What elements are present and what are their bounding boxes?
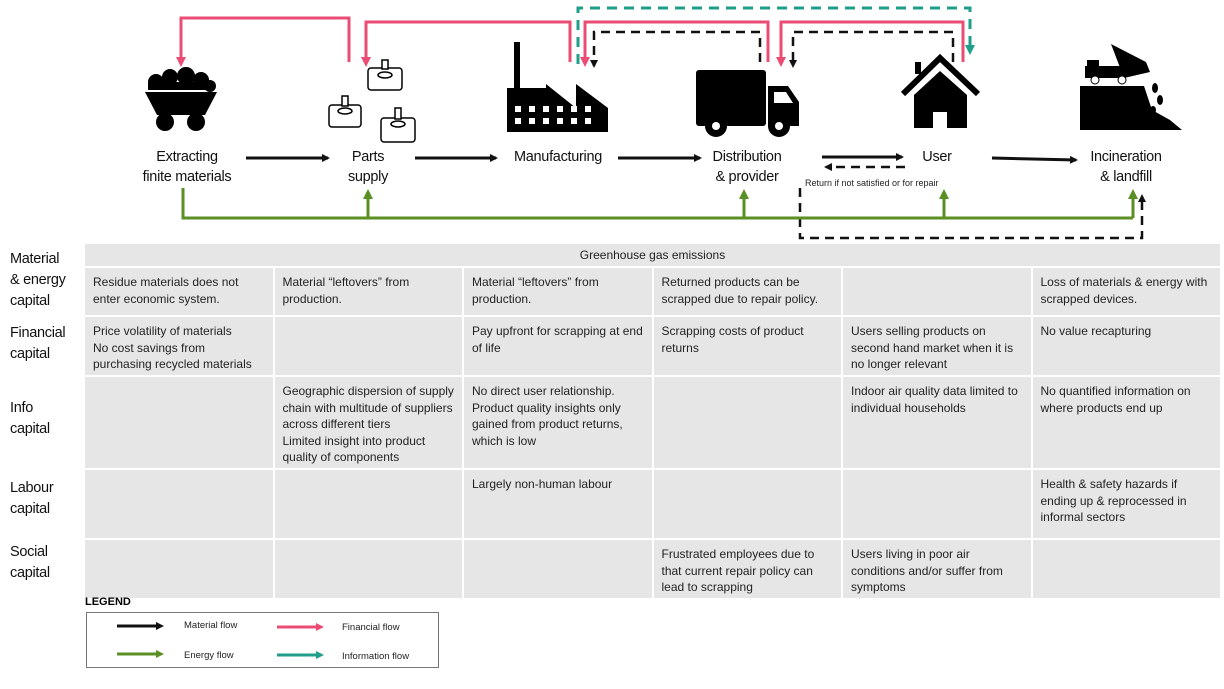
legend-title: LEGEND	[85, 596, 131, 608]
row-label-labour: Labour capital	[10, 480, 54, 517]
return-flow-arrow	[789, 30, 955, 68]
material-flow-arrows	[246, 153, 1078, 164]
stage-user: User	[922, 149, 952, 165]
row-label-material: Material & energy capital	[10, 251, 66, 309]
table-cell	[1032, 540, 1220, 598]
ghg-banner: Greenhouse gas emissions	[85, 244, 1220, 268]
row-label-financial: Financial capital	[10, 325, 66, 362]
table-cell	[85, 540, 275, 598]
table-cell	[85, 377, 275, 468]
table-cell: Frustrated employees due to that current…	[653, 540, 843, 598]
legend-material: Material flow	[184, 620, 238, 631]
table-cell	[843, 470, 1033, 538]
factory-icon	[507, 42, 608, 132]
energy-flow-arrows	[181, 188, 1138, 220]
table-row: Largely non-human labour Health & safety…	[85, 470, 1220, 540]
motor-parts-icon	[328, 59, 416, 143]
capital-table: Greenhouse gas emissions Residue materia…	[85, 244, 1220, 598]
table-cell: Health & safety hazards if ending up & r…	[1032, 470, 1220, 538]
table-cell: No value recapturing	[1032, 317, 1220, 375]
table-cell: Material “leftovers” from production.	[464, 268, 654, 315]
legend-energy: Energy flow	[184, 650, 234, 661]
table-cell: No quantified information on where produ…	[1032, 377, 1220, 468]
legend-information: Information flow	[342, 651, 410, 662]
legend: Material flow Financial flow Energy flow…	[86, 612, 439, 668]
row-label-info: Info capital	[10, 400, 50, 437]
table-cell	[85, 470, 275, 538]
table-row: Price volatility of materials No cost sa…	[85, 317, 1220, 377]
financial-flow-arrows	[176, 16, 965, 67]
table-cell	[274, 317, 464, 375]
table-row: Residue materials does not enter economi…	[85, 268, 1220, 317]
table-cell	[653, 470, 843, 538]
stage-distribution: Distribution & provider	[712, 149, 782, 185]
table-cell: Material “leftovers” from production.	[274, 268, 464, 315]
stage-manufacturing: Manufacturing	[514, 149, 602, 165]
table-cell	[843, 268, 1033, 315]
table-cell: Scrapping costs of product returns	[653, 317, 843, 375]
return-flow-arrow	[590, 30, 762, 68]
table-cell: Users living in poor air conditions and/…	[843, 540, 1033, 598]
row-label-social: Social capital	[10, 544, 50, 581]
coal-cart-icon	[145, 67, 217, 131]
information-flow-arrow	[576, 6, 975, 64]
table-cell: Price volatility of materials No cost sa…	[85, 317, 275, 375]
table-cell: No direct user relationship. Product qua…	[464, 377, 654, 468]
table-cell	[653, 377, 843, 468]
table-cell	[274, 470, 464, 538]
legend-arrows	[117, 622, 324, 659]
table-cell: Pay upfront for scrapping at end of life	[464, 317, 654, 375]
table-cell: Indoor air quality data limited to indiv…	[843, 377, 1033, 468]
table-cell: Geographic dispersion of supply chain wi…	[274, 377, 464, 468]
house-icon	[900, 53, 981, 128]
truck-icon	[696, 70, 799, 137]
legend-financial: Financial flow	[342, 622, 400, 633]
dump-truck-landfill-icon	[1080, 44, 1182, 130]
table-cell	[464, 540, 654, 598]
table-cell: Residue materials does not enter economi…	[85, 268, 275, 315]
table-row: Geographic dispersion of supply chain wi…	[85, 377, 1220, 470]
flow-arrows	[145, 6, 1182, 240]
scrap-flow-arrow	[798, 188, 1146, 240]
stage-parts-supply: Parts supply	[347, 149, 389, 185]
stage-incineration: Incineration & landfill	[1090, 149, 1162, 185]
table-cell: Users selling products on second hand ma…	[843, 317, 1033, 375]
table-cell: Loss of materials & energy with scrapped…	[1032, 268, 1220, 315]
table-cell: Returned products can be scrapped due to…	[653, 268, 843, 315]
table-cell	[274, 540, 464, 598]
table-row: Frustrated employees due to that current…	[85, 540, 1220, 598]
stage-extracting: Extracting finite materials	[142, 149, 232, 185]
return-note: Return if not satisfied or for repair	[805, 178, 939, 188]
table-cell: Largely non-human labour	[464, 470, 654, 538]
